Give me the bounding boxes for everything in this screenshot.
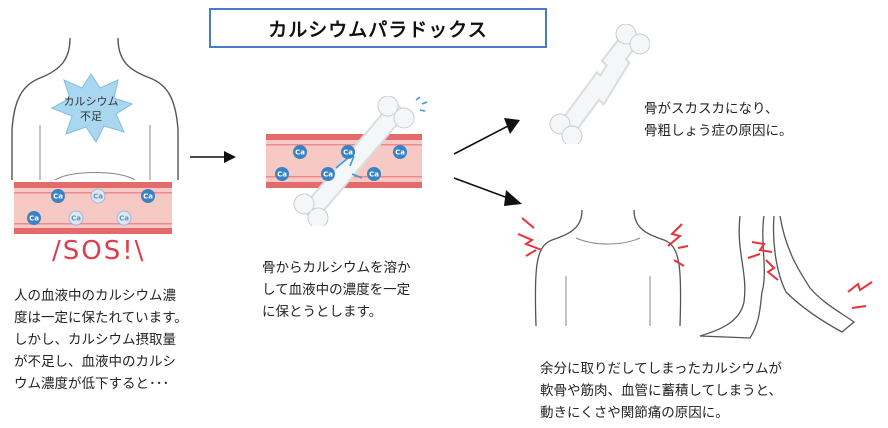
ion-label: Ca [395,149,405,157]
calcium-ion-faded-icon: Ca [116,210,132,226]
pain-icon [765,259,779,281]
legs-illustration [699,215,873,339]
ion-label: Ca [343,149,353,157]
text-bottom-right: 余分に取りだしてしまったカルシウムが 軟骨や筋肉、血管に蓄積してしまうと、 動き… [540,361,783,421]
ion-label: Ca [71,215,81,223]
calcium-ion-icon: Ca [293,145,307,159]
torso-illustration [11,37,179,180]
ion-label: Ca [277,171,287,179]
pain-icon [667,223,689,267]
bone-icon [293,96,415,226]
calcium-ion-icon: Ca [367,167,381,181]
ion-label: Ca [295,149,305,157]
title-box: カルシウムパラドックス [209,8,547,48]
text-top-right: 骨がスカスカになり、 骨粗しょう症の原因に。 [644,101,793,139]
calcium-ion-icon: Ca [27,211,41,225]
calcium-ion-icon: Ca [275,167,289,181]
ion-label: Ca [93,193,103,201]
text-left: 人の血液中のカルシウム濃 度は一定に保たれています。 しかし、カルシウム摂取量 … [14,288,188,392]
release-arrow-icon [335,155,363,179]
vessel-with-bone: Ca Ca Ca Ca Ca Ca [266,96,428,226]
calcium-ion-faded-icon: Ca [90,188,106,204]
ion-label: Ca [323,171,333,179]
ion-label: Ca [53,193,63,201]
broken-bone-icon [549,24,650,144]
text-middle: 骨からカルシウムを溶か して血液中の濃度を一定 に保とうとします。 [262,260,411,320]
pain-icon [517,217,543,257]
pain-icon [747,241,773,259]
arrow-right-icon [190,151,236,163]
arrow-up-right-icon [453,118,520,155]
calcium-ion-icon: Ca [341,145,355,159]
shortage-badge: カルシウム 不足 [63,95,119,123]
shoulders-illustration [517,209,689,327]
sos-label: /SOS!\ [52,236,146,266]
ion-label: Ca [119,215,129,223]
blood-vessel-low: Ca Ca Ca Ca Ca Ca [14,182,172,234]
calcium-ion-icon: Ca [51,189,65,203]
ion-label: Ca [369,171,379,179]
ion-label: Ca [143,193,153,201]
calcium-ion-icon: Ca [141,189,155,203]
calcium-ion-icon: Ca [393,145,407,159]
calcium-ion-faded-icon: Ca [68,210,84,226]
page-title: カルシウムパラドックス [268,18,488,41]
pain-icon [847,281,873,309]
arrow-down-right-icon [453,177,522,206]
shortage-star-icon [50,73,134,142]
ion-label: Ca [29,215,39,223]
sparkle-icon [415,96,428,112]
calcium-ion-icon: Ca [321,167,335,181]
